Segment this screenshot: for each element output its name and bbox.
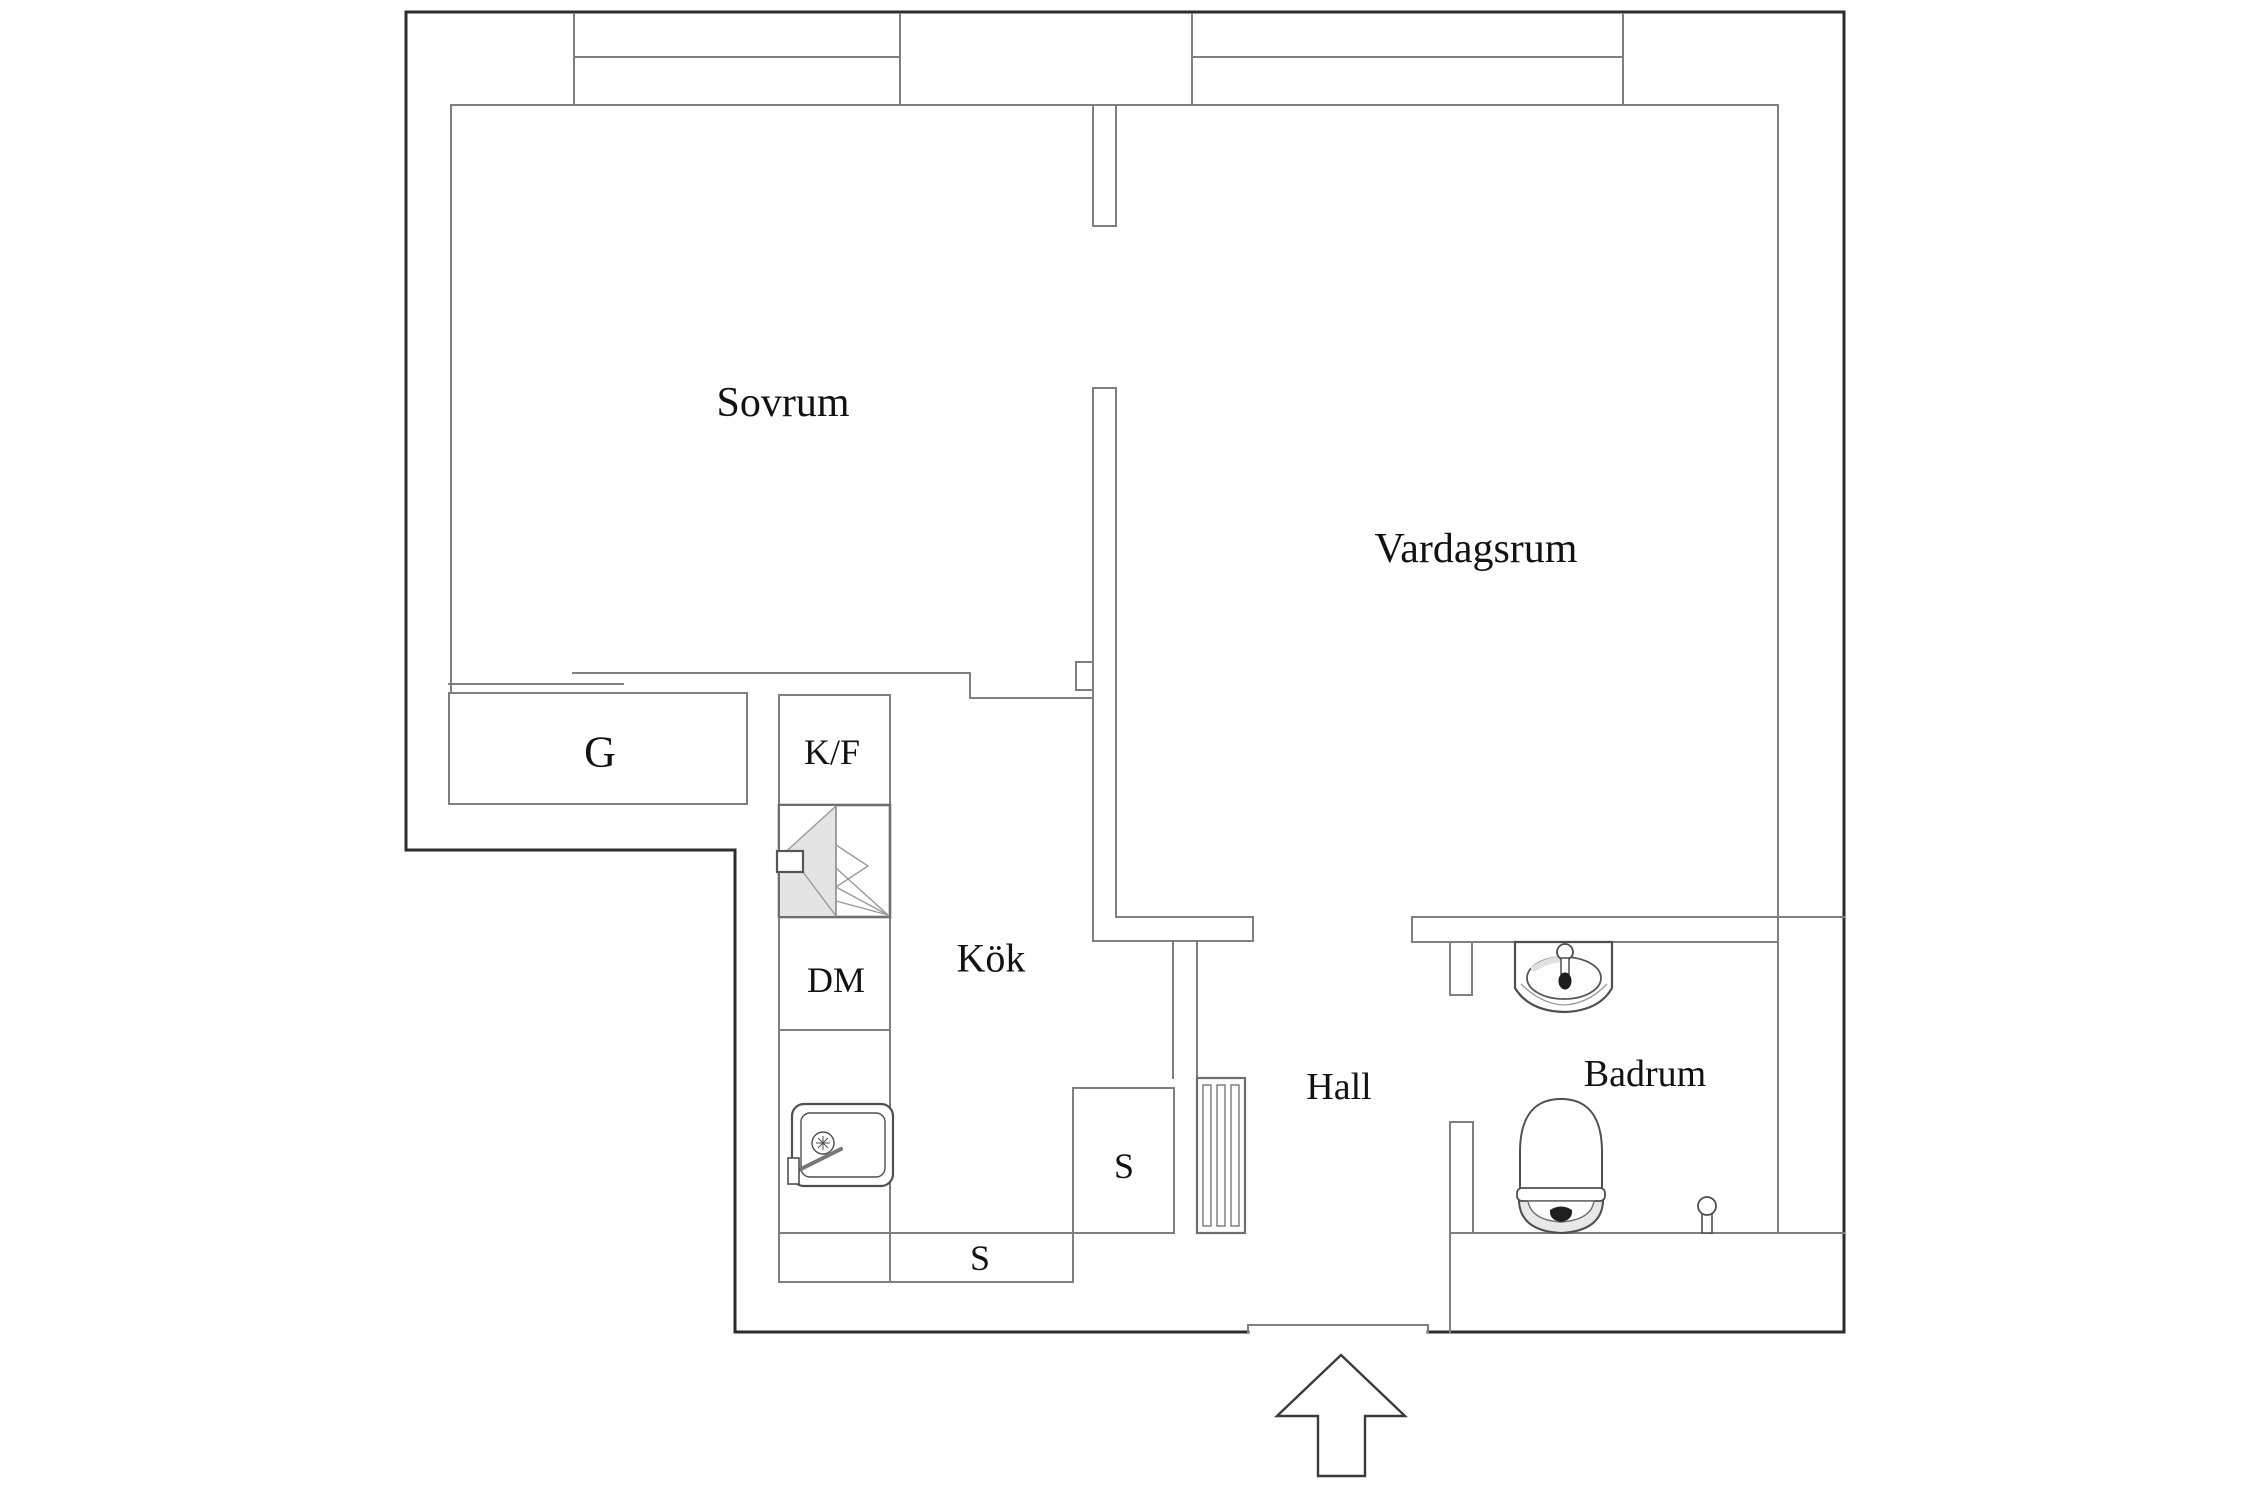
label-dishwasher: DM xyxy=(807,960,865,1000)
label-badrum: Badrum xyxy=(1584,1053,1706,1095)
label-closet-g: G xyxy=(584,728,616,777)
label-hall: Hall xyxy=(1306,1066,1371,1108)
label-fridge-freezer: K/F xyxy=(804,732,860,772)
kitchen-cabinet-strip xyxy=(778,694,891,1283)
window-bays xyxy=(573,13,1624,105)
wardrobe-slats-icon xyxy=(1195,1076,1247,1235)
label-cabinet-right: S xyxy=(1114,1146,1134,1186)
bedroom-closet xyxy=(448,692,748,805)
label-kok: Kök xyxy=(957,936,1026,981)
stove-icon xyxy=(775,803,892,919)
label-cabinet-bottom: S xyxy=(970,1238,990,1278)
cabinet-right xyxy=(1072,1087,1175,1234)
label-vardagsrum: Vardagsrum xyxy=(1375,526,1578,572)
kitchen-sink-icon xyxy=(787,1102,895,1188)
interior-walls xyxy=(448,104,1845,1333)
wall-protrusion xyxy=(1075,661,1094,691)
cabinet-bottom xyxy=(889,1232,1074,1283)
toilet-paper-holder-icon xyxy=(1697,1196,1717,1234)
bathroom-sink-icon xyxy=(1513,940,1614,1014)
toilet-icon xyxy=(1516,1097,1606,1235)
bathroom-door-jamb xyxy=(1449,941,1473,996)
labels: Sovrum Vardagsrum G K/F DM Kök Hall Badr… xyxy=(584,380,1706,1278)
kitchen-units xyxy=(778,694,1175,1283)
entrance-arrow-icon xyxy=(1274,1353,1408,1478)
label-sovrum: Sovrum xyxy=(716,380,849,426)
outer-walls xyxy=(404,10,1846,1334)
